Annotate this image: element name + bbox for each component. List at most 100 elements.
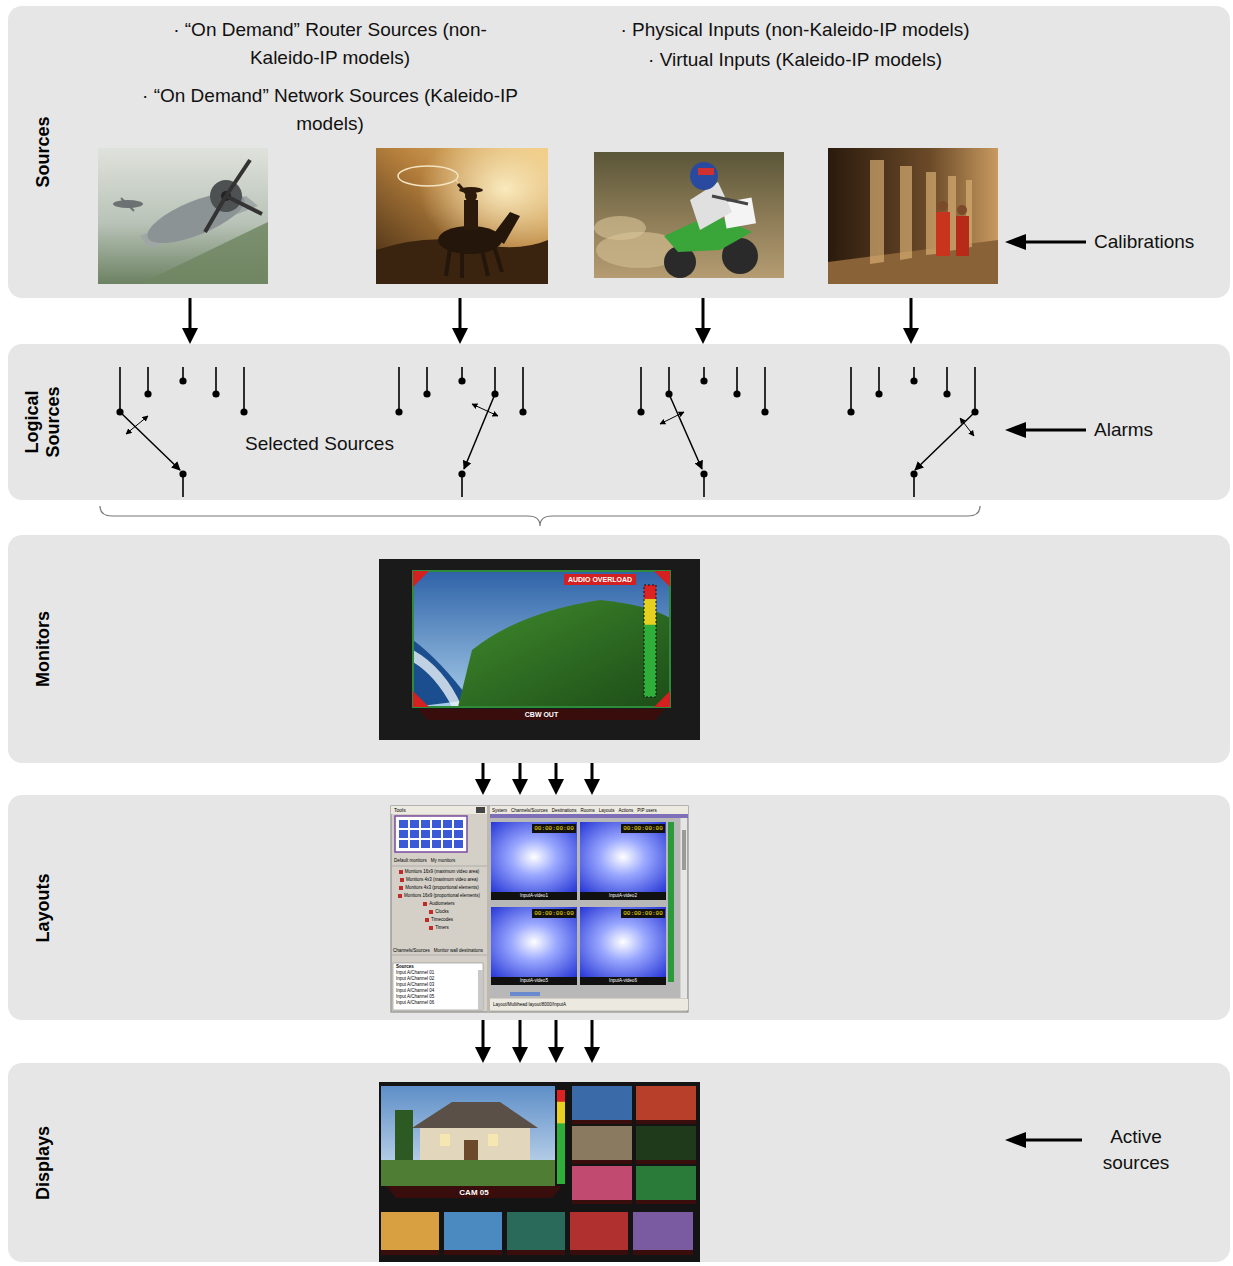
band: Logical Sources: [8, 344, 1230, 500]
timecode: 00:00:00:00: [621, 824, 665, 833]
connector-arrow: [182, 298, 198, 344]
ui-list-item: Input A/Channel 03: [396, 982, 434, 988]
annotation: Active sources: [1088, 1124, 1184, 1176]
leader-arrowhead: [1005, 234, 1026, 250]
connector-line: [555, 1020, 558, 1049]
connector-arrow: [584, 1020, 600, 1063]
leader-line: [1022, 241, 1086, 244]
ui-tab: Channels/Sources: [511, 807, 548, 814]
connector-line: [519, 1020, 522, 1049]
alarm-badge-text: AUDIO OVERLOAD: [564, 575, 636, 584]
connector-line: [519, 763, 522, 781]
timecode: 00:00:00:00: [621, 909, 665, 918]
arrowhead: [452, 328, 468, 344]
band-title: Monitors: [33, 579, 54, 719]
arrowhead: [182, 328, 198, 344]
ui-tab: Channels/Sources: [393, 947, 430, 954]
ui-tab: Layouts: [599, 807, 615, 814]
band-title: Sources: [33, 82, 54, 222]
ui-tab: My monitors: [431, 857, 456, 864]
ui-text-group: Channels/Sources Monitor wall destination…: [393, 947, 483, 954]
connector-line: [591, 763, 594, 781]
source-type-note: · “On Demand” Network Sources (Kaleido-I…: [120, 82, 540, 138]
ui-tab: Destinations: [552, 807, 577, 814]
arrowhead: [548, 1047, 564, 1063]
ui-list-item: Input A/Channel 05: [396, 994, 434, 1000]
ui-status-text: Layout/Multihead layout/8000/InputA: [493, 1001, 566, 1009]
connector-arrow: [452, 298, 468, 344]
leader-arrowhead: [1005, 422, 1026, 438]
photo-motocross: [594, 152, 784, 278]
ui-list-item: Monitors 4x3 (maximum video area): [400, 876, 478, 883]
ui-list-item: Timers: [429, 924, 449, 931]
photo-cowboy: [376, 148, 548, 284]
arrowhead: [475, 1047, 491, 1063]
leader-arrowhead: [1005, 1132, 1026, 1148]
multiviewer-display-screenshot: [379, 1082, 700, 1262]
arrowhead: [903, 328, 919, 344]
connector-line: [702, 298, 705, 330]
leader-line: [1022, 429, 1086, 432]
connector-line: [482, 1020, 485, 1049]
connector-arrow: [512, 1020, 528, 1063]
connector-line: [189, 298, 192, 330]
source-type-note: · Virtual Inputs (Kaleido-IP models): [575, 46, 1015, 74]
arrowhead: [475, 779, 491, 795]
ui-list-item: Clocks: [429, 908, 449, 915]
ui-list-item: Monitors 4x3 (proportional elements): [399, 884, 478, 891]
connector-line: [555, 763, 558, 781]
connector-arrow: [695, 298, 711, 344]
source-type-note: · Physical Inputs (non-Kaleido-IP models…: [575, 16, 1015, 44]
connector-arrow: [512, 763, 528, 795]
monitor-name: CBW OUT: [413, 710, 670, 719]
ui-list-item: Monitors 16x9 (maximum video area): [399, 868, 479, 875]
connector-arrow: [903, 298, 919, 344]
arrowhead: [512, 779, 528, 795]
ui-text-group: SourcesInput A/Channel 01Input A/Channel…: [396, 964, 434, 1006]
connector-arrow: [584, 763, 600, 795]
arrowhead: [512, 1047, 528, 1063]
ui-tab: Default monitors: [394, 857, 427, 864]
band-title: Layouts: [33, 838, 54, 978]
ui-tab: Actions: [619, 807, 634, 814]
connector-arrow: [548, 1020, 564, 1063]
ui-list-item: Monitors 16x9 (proportional elements): [398, 892, 480, 899]
monitor-name: CAM 05: [381, 1187, 567, 1198]
connector-line: [459, 298, 462, 330]
band-title: Logical Sources: [22, 383, 63, 461]
ui-tab: PIP users: [637, 807, 656, 814]
arrowhead: [695, 328, 711, 344]
source-type-note: · “On Demand” Router Sources (non-Kaleid…: [140, 16, 520, 72]
band-title: Displays: [33, 1093, 54, 1233]
timecode: 00:00:00:00: [532, 909, 576, 918]
connector-arrow: [548, 763, 564, 795]
timecode: 00:00:00:00: [532, 824, 576, 833]
tile-label: InputA-video2: [580, 892, 666, 900]
ui-text: Tools: [394, 807, 406, 814]
monitor-screenshot: [379, 559, 700, 740]
ui-list-item: Timecodes: [425, 916, 453, 923]
ui-list-item: Input A/Channel 06: [396, 1000, 434, 1006]
arrowhead: [584, 779, 600, 795]
ui-list-item: Input A/Channel 04: [396, 988, 434, 994]
ui-text-group: System Channels/Sources Destinations Rooms L…: [492, 807, 657, 814]
ui-list-header: Sources: [396, 964, 414, 970]
ui-list-item: Audiometers: [423, 900, 454, 907]
annotation: Calibrations: [1094, 229, 1194, 255]
source-selector-symbols: [116, 367, 978, 497]
ui-tab: System: [492, 807, 507, 814]
connector-arrow: [475, 1020, 491, 1063]
connector-arrow: [475, 763, 491, 795]
ui-tab: Monitor wall destinations: [434, 947, 483, 954]
grouping-brace: [100, 506, 980, 526]
ui-text-group: Default monitors My monitors: [394, 857, 455, 864]
connector-line: [591, 1020, 594, 1049]
annotation: Selected Sources: [245, 431, 394, 457]
tile-label: InputA-video5: [491, 977, 577, 985]
tile-label: InputA-video6: [580, 977, 666, 985]
annotation: Alarms: [1094, 417, 1153, 443]
ui-tab: Rooms: [581, 807, 595, 814]
